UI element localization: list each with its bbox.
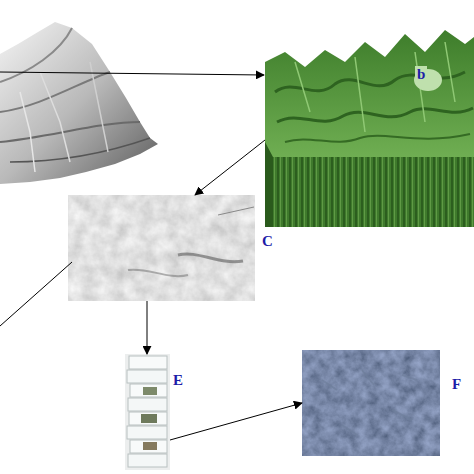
panel-letter: C xyxy=(262,233,273,250)
flow-arrow xyxy=(170,403,302,440)
image-panel: C xyxy=(68,195,273,301)
panel-letter: b xyxy=(415,66,427,83)
flow-arrow xyxy=(195,140,265,195)
flow-arrow xyxy=(0,72,264,75)
image-panel: F xyxy=(302,350,461,456)
image-panel: E xyxy=(125,354,183,470)
thin-section-slides xyxy=(125,354,170,470)
panel-letter: E xyxy=(173,372,183,389)
sample-photo xyxy=(68,195,255,301)
green-terrain-block xyxy=(265,22,474,232)
micrograph xyxy=(302,350,440,456)
panel-letter: F xyxy=(452,376,461,393)
image-panel: b xyxy=(265,22,474,232)
flow-line xyxy=(0,262,72,326)
grayscale-terrain xyxy=(0,12,160,187)
flow-arrow xyxy=(147,301,148,354)
